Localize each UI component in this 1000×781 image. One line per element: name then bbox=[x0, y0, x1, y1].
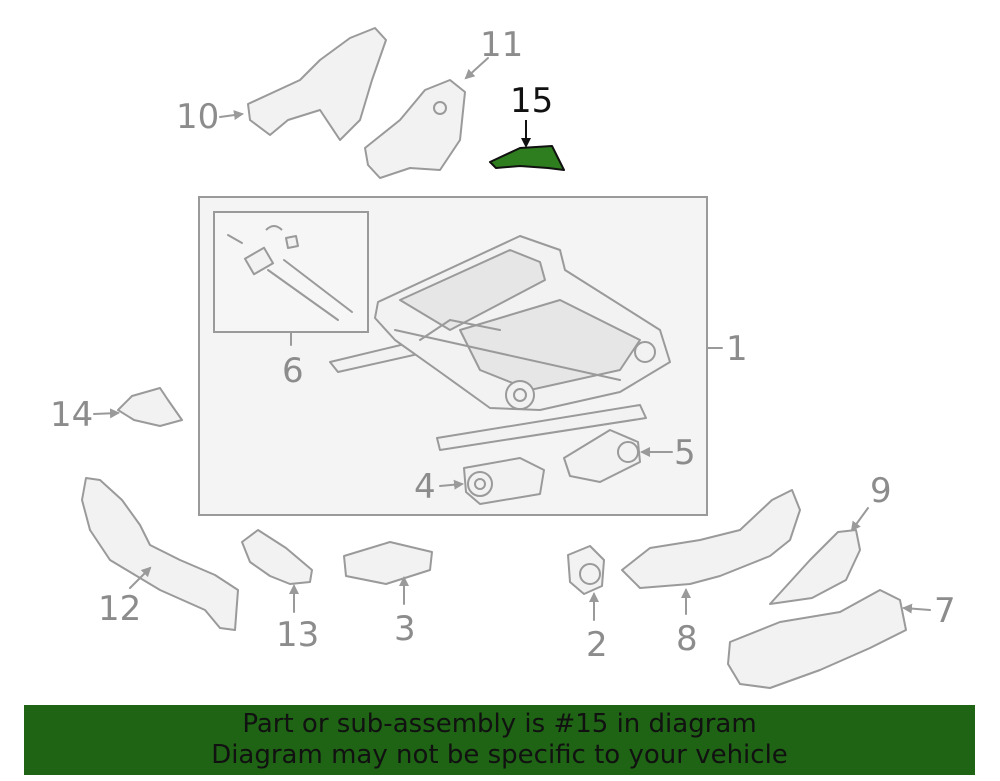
callout-7: 7 bbox=[934, 591, 956, 631]
callout-14: 14 bbox=[50, 395, 93, 435]
callout-2: 2 bbox=[586, 625, 608, 665]
callout-6: 6 bbox=[282, 351, 304, 391]
callout-10: 10 bbox=[176, 97, 219, 137]
callout-9: 9 bbox=[870, 471, 892, 511]
seat-frame-part bbox=[329, 235, 671, 451]
sub-assembly-box bbox=[213, 211, 369, 333]
cap-part-13 bbox=[241, 529, 313, 585]
banner-line-2: Diagram may not be specific to your vehi… bbox=[211, 740, 788, 770]
callout-8: 8 bbox=[676, 619, 698, 659]
bracket-part-14 bbox=[117, 387, 183, 427]
notice-banner: Part or sub-assembly is #15 in diagram D… bbox=[24, 705, 975, 775]
side-trim-part-8 bbox=[621, 489, 801, 589]
trim-part-12 bbox=[81, 477, 239, 631]
callout-13: 13 bbox=[276, 615, 319, 655]
banner-line-1: Part or sub-assembly is #15 in diagram bbox=[242, 709, 757, 739]
trim-part-10 bbox=[247, 27, 387, 141]
knob-part-2 bbox=[567, 545, 605, 595]
callout-4: 4 bbox=[414, 467, 436, 507]
motor-part-5 bbox=[563, 429, 641, 483]
callout-12: 12 bbox=[98, 589, 141, 629]
cover-part-11 bbox=[364, 79, 466, 179]
callout-3: 3 bbox=[394, 609, 416, 649]
callout-15-highlighted: 15 bbox=[510, 81, 553, 121]
panel-part-9 bbox=[769, 529, 861, 605]
module-part-3 bbox=[343, 541, 433, 585]
callout-11: 11 bbox=[480, 25, 523, 65]
callout-1: 1 bbox=[726, 329, 748, 369]
callout-5: 5 bbox=[674, 433, 696, 473]
cable-kit-part bbox=[227, 225, 353, 321]
side-cover-part-7 bbox=[727, 589, 907, 689]
highlighted-part-15 bbox=[489, 145, 565, 171]
motor-part-4 bbox=[463, 457, 545, 505]
